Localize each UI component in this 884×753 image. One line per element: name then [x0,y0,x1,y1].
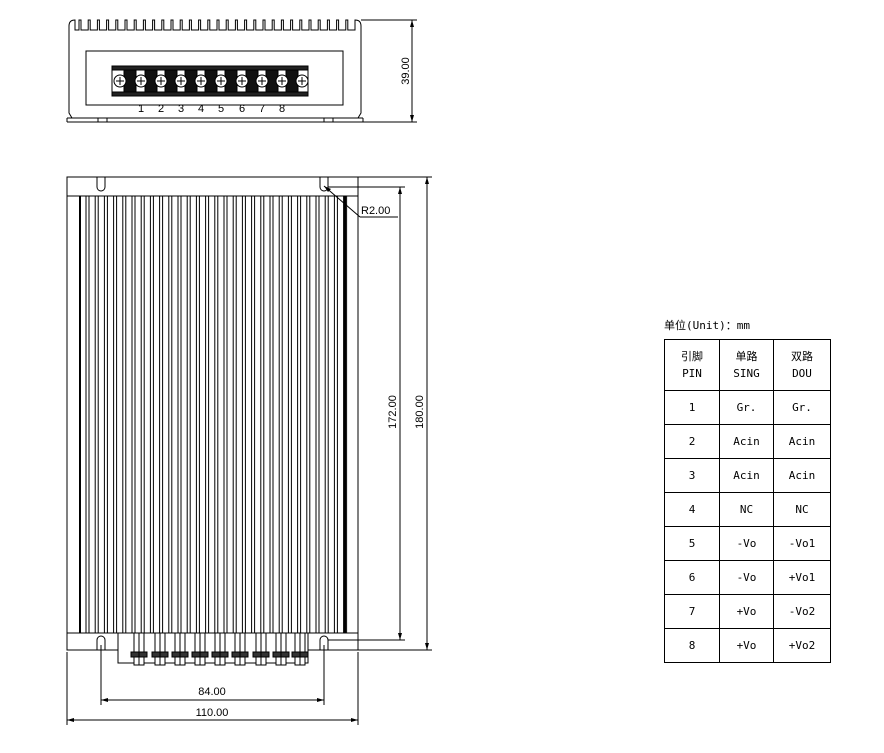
header-pin-en: PIN [682,367,702,380]
top-terminal-window [85,50,344,106]
table-row: 8 +Vo +Vo2 [664,628,831,663]
width-110-label: 110.00 [196,707,229,719]
mount-slot-bottom-right [319,635,329,650]
header-sing: 单路 SING [719,339,774,391]
dou-cell: NC [773,492,831,527]
front-view [66,176,432,725]
terminal-numbers: 1 2 3 4 5 6 7 8 [138,103,285,115]
dou-cell: -Vo2 [773,594,831,629]
width-84-label: 84.00 [198,686,226,698]
dou-cell: +Vo2 [773,628,831,663]
unit-label: 单位(Unit)：mm [664,319,750,332]
pin-cell: 7 [664,594,720,629]
pin-cell: 2 [664,424,720,459]
header-pin: 引脚 PIN [664,339,720,391]
top-view [66,19,417,123]
dou-cell: +Vo1 [773,560,831,595]
header-dou-en: DOU [792,367,812,380]
pin-table: 引脚 PIN 单路 SING 双路 DOU 1 Gr. Gr. 2 Acin A… [664,339,831,663]
sing-cell: Acin [719,424,774,459]
table-row: 7 +Vo -Vo2 [664,594,831,629]
top-fin-comb [68,19,362,36]
sing-cell: +Vo [719,628,774,663]
mount-slot-top-right [319,177,329,192]
dou-cell: -Vo1 [773,526,831,561]
pin-cell: 6 [664,560,720,595]
height-172-label: 172.00 [387,395,399,429]
dou-cell: Gr. [773,390,831,425]
table-row: 3 Acin Acin [664,458,831,493]
sing-cell: +Vo [719,594,774,629]
terminal-number: 3 [178,103,184,115]
bottom-terminals [117,632,309,666]
header-sing-cn: 单路 [735,350,758,363]
pin-cell: 8 [664,628,720,663]
terminal-number: 5 [218,103,224,115]
sing-cell: Gr. [719,390,774,425]
sing-cell: NC [719,492,774,527]
terminal-number: 1 [138,103,144,115]
terminal-block [111,65,309,97]
terminal-number: 8 [279,103,285,115]
table-row: 4 NC NC [664,492,831,527]
sing-cell: Acin [719,458,774,493]
mount-slot-top-left [96,177,106,192]
pin-cell: 4 [664,492,720,527]
radius-label: R2.00 [361,205,390,217]
pin-cell: 5 [664,526,720,561]
header-pin-cn: 引脚 [681,350,703,363]
radius-leader [323,185,361,218]
pin-cell: 3 [664,458,720,493]
sing-cell: -Vo [719,560,774,595]
table-row: 6 -Vo +Vo1 [664,560,831,595]
pin-table-header-row: 引脚 PIN 单路 SING 双路 DOU [664,339,831,391]
terminal-number: 7 [259,103,265,115]
table-row: 2 Acin Acin [664,424,831,459]
terminal-number: 2 [158,103,164,115]
mount-slot-bottom-left [96,635,106,650]
height-180-label: 180.00 [414,395,426,429]
terminal-number: 4 [198,103,204,115]
terminal-strip-top [111,65,309,71]
height-39-label: 39.00 [400,57,412,85]
header-sing-en: SING [733,367,760,380]
heatsink-fins [79,196,348,633]
terminal-number: 6 [239,103,245,115]
front-housing-outline [66,176,359,651]
table-row: 1 Gr. Gr. [664,390,831,425]
dou-cell: Acin [773,424,831,459]
terminal-strip-bottom [111,91,309,97]
header-dou: 双路 DOU [773,339,831,391]
pin-cell: 1 [664,390,720,425]
header-dou-cn: 双路 [791,350,813,363]
dou-cell: Acin [773,458,831,493]
sing-cell: -Vo [719,526,774,561]
table-row: 5 -Vo -Vo1 [664,526,831,561]
